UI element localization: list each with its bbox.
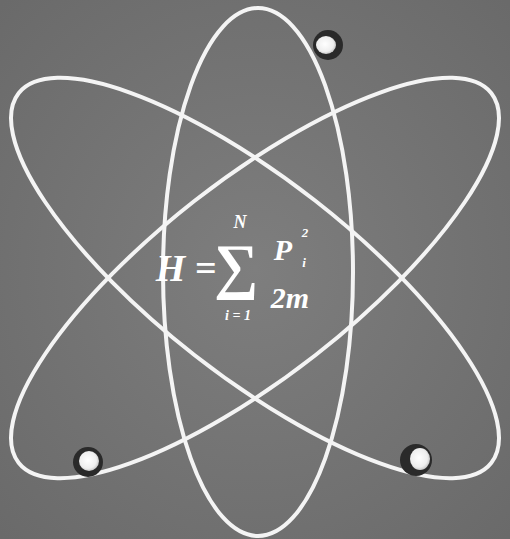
formula-text: 2 bbox=[302, 226, 309, 239]
electron bbox=[316, 36, 336, 54]
formula-text: ∑ bbox=[214, 235, 258, 297]
electron bbox=[79, 451, 99, 471]
formula-text: i bbox=[302, 256, 306, 269]
formula-text: N bbox=[234, 213, 247, 231]
electrons bbox=[73, 30, 432, 477]
electron bbox=[410, 448, 430, 470]
formula-text: 2m bbox=[271, 283, 309, 313]
electron bbox=[73, 447, 103, 477]
orbit bbox=[0, 16, 510, 539]
electron bbox=[400, 444, 432, 476]
formula-text: P bbox=[274, 235, 292, 265]
formula-text: i = 1 bbox=[225, 309, 251, 323]
orbit bbox=[0, 16, 510, 539]
formula-text: H = bbox=[156, 249, 217, 287]
electron bbox=[313, 30, 343, 60]
